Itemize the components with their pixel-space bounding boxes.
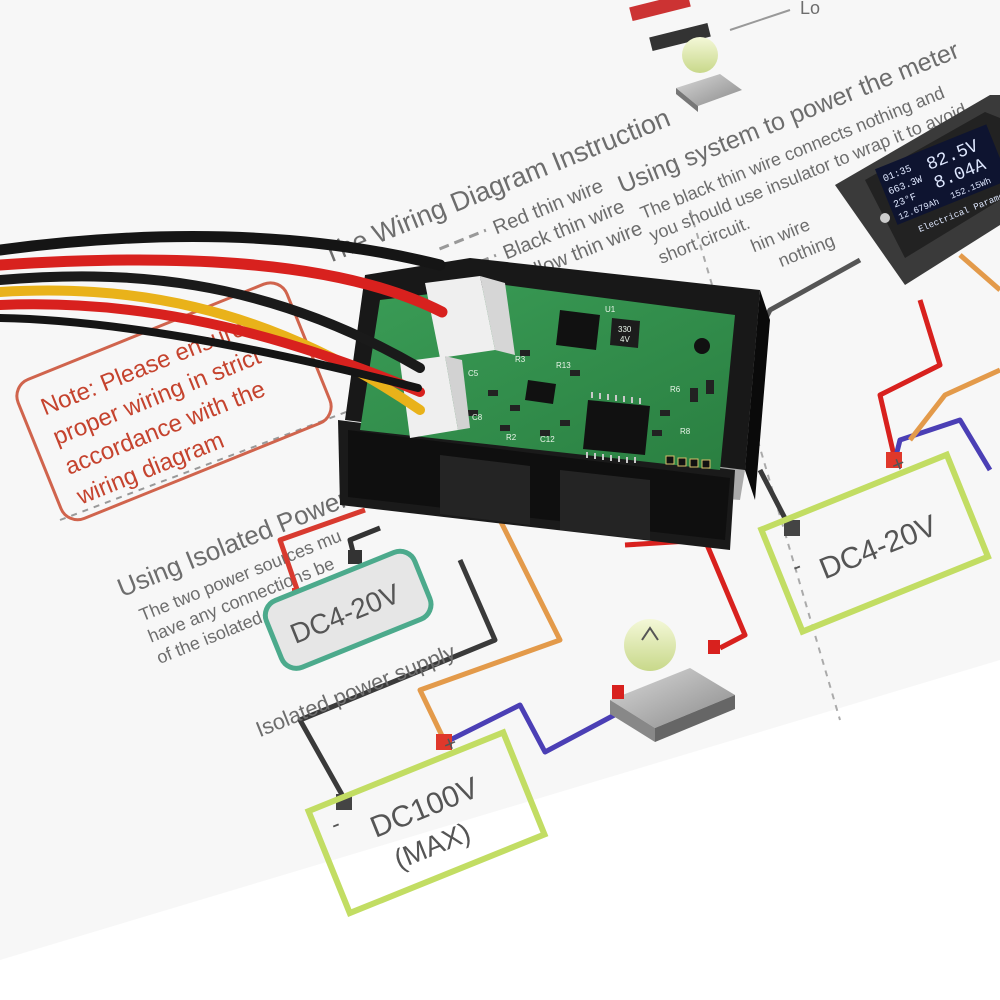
wire-red-top <box>0 254 448 318</box>
wire-black-2 <box>0 271 425 373</box>
pcb-header-pins <box>665 455 711 469</box>
legend-red-line <box>438 228 487 251</box>
cap-label-1: 330 <box>618 325 632 334</box>
svg-text:C12: C12 <box>540 435 555 444</box>
svg-text:U1: U1 <box>605 305 616 314</box>
top-fragment-label: Lo <box>800 0 820 18</box>
svg-text:R13: R13 <box>556 361 571 370</box>
connector-bottom <box>400 356 458 438</box>
cap-label-2: 4V <box>620 335 630 344</box>
pcb-chip-pins <box>586 392 641 463</box>
svg-text:R6: R6 <box>670 385 681 394</box>
meter-tab-2 <box>560 470 650 540</box>
pcb-chip-main <box>583 400 650 455</box>
small-lamp-icon <box>676 37 742 112</box>
wire-black-top <box>0 231 446 271</box>
lamp-icon <box>610 619 735 742</box>
sheet-shadow <box>0 660 1000 1000</box>
svg-text:C8: C8 <box>472 413 483 422</box>
pcb-sensor <box>694 338 710 354</box>
meter-device: 330 4V U1 R3 C5 C8 C12 R13 R2 R6 R8 <box>338 258 770 550</box>
meter-side <box>745 290 770 500</box>
svg-text:R8: R8 <box>680 427 691 436</box>
meter-tab-1 <box>440 455 530 525</box>
svg-text:R2: R2 <box>506 433 517 442</box>
meter-illustration: 01:35 82.5V 663.3W 23°F 8.04A 12.679Ah 1… <box>835 95 1000 285</box>
pcb-capacitor <box>610 318 640 348</box>
meter-wires <box>0 231 448 415</box>
svg-text:R3: R3 <box>515 355 526 364</box>
wire-red-bottom <box>0 299 425 397</box>
connector-top <box>425 276 495 358</box>
wire-black-3 <box>0 314 422 392</box>
connector-top-edge <box>480 276 515 355</box>
pcb-smd-components <box>468 350 714 436</box>
svg-text:C5: C5 <box>468 369 479 378</box>
top-legend-fragment: Lo <box>629 0 820 52</box>
isolated-supply-box: DC4-20V <box>262 548 434 671</box>
pcb-chip-u1 <box>556 310 600 350</box>
pcb-transistor <box>525 380 556 404</box>
connector-bottom-edge <box>445 356 470 430</box>
pcb-silkscreen: U1 R3 C5 C8 C12 R13 R2 R6 R8 <box>468 305 691 444</box>
